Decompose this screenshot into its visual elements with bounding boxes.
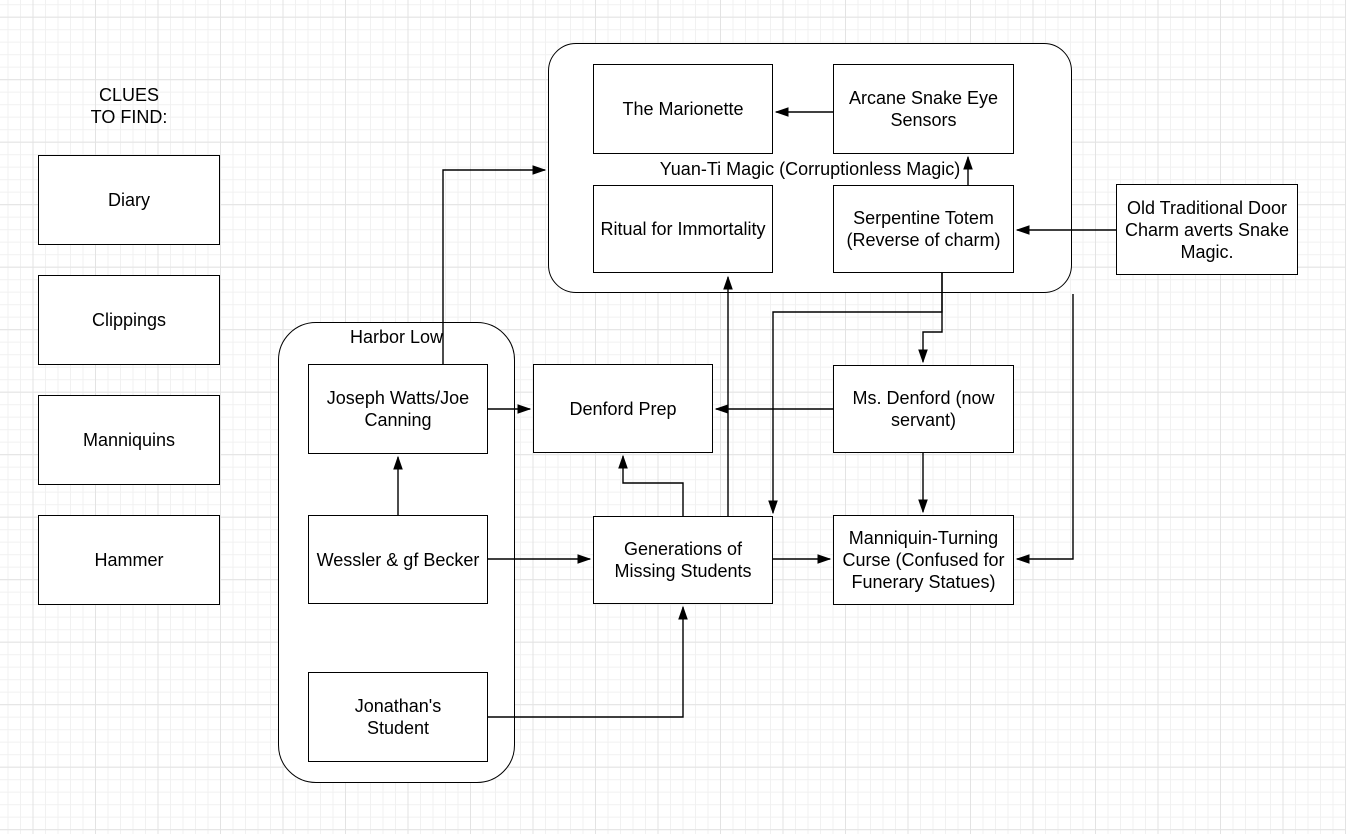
edge-generations-to-denford-prep[interactable] (618, 454, 684, 516)
node-label-line: Wessler & gf Becker (316, 549, 480, 570)
node-the-marionette[interactable]: The Marionette (593, 64, 773, 154)
edge-yuan-ti-group-to-manniquin-curse[interactable] (1015, 294, 1074, 564)
node-hammer[interactable]: Hammer (38, 515, 220, 605)
node-label-line: Charm averts Snake (1124, 219, 1290, 240)
node-label-line: Ritual for Immortality (600, 219, 766, 239)
edge-jonathan-to-generations[interactable] (488, 605, 688, 718)
group-label-harbor-low: Harbor Low (349, 327, 444, 347)
node-label-line: Generations of (623, 539, 743, 559)
clues-title-line: TO FIND: (90, 107, 168, 127)
node-label-line: Old Traditional Door (1126, 197, 1288, 218)
node-label-line: Serpentine Totem (853, 208, 994, 228)
node-label-line: Denford Prep (569, 398, 677, 419)
node-label-line: Jonathan's (354, 696, 442, 716)
node-label-line: Ms. Denford (now (852, 388, 995, 408)
clues-title-line: CLUES (98, 85, 160, 105)
node-label-line: Manniquin-Turning (848, 528, 999, 548)
node-clippings[interactable]: Clippings (38, 275, 220, 365)
node-label-line: Canning (364, 410, 432, 430)
node-label-line: Joseph Watts/Joe (326, 388, 470, 408)
node-label-line: Clippings (91, 310, 167, 330)
node-label-line: Diary (107, 190, 150, 210)
node-label-line: (Reverse of charm) (846, 230, 1001, 250)
node-label-line: Manniquins (82, 430, 176, 450)
node-label-line: Student (366, 718, 430, 738)
node-label-line: servant) (890, 410, 957, 430)
node-manniquins[interactable]: Manniquins (38, 395, 220, 485)
node-denford-prep[interactable]: Denford Prep (533, 364, 713, 453)
node-wessler-gf-becker[interactable]: Wessler & gf Becker (308, 515, 488, 604)
group-label-yuan-ti-magic: Yuan-Ti Magic (Corruptionless Magic) (659, 159, 961, 179)
node-label-line: Magic. (1180, 241, 1234, 262)
node-label-line: Sensors (890, 110, 957, 130)
node-label-line: The Marionette (622, 99, 744, 119)
node-label-line: Funerary Statues) (851, 572, 996, 592)
node-label-line: Arcane Snake Eye (848, 88, 999, 108)
node-label-line: Missing Students (614, 561, 752, 581)
node-ritual-for-immortality[interactable]: Ritual for Immortality (593, 185, 773, 273)
node-diary[interactable]: Diary (38, 155, 220, 245)
node-label-line: Curse (Confused for (842, 550, 1005, 570)
node-serpentine-totem[interactable]: Serpentine Totem(Reverse of charm) (833, 185, 1014, 273)
node-label-line: Hammer (94, 550, 164, 570)
